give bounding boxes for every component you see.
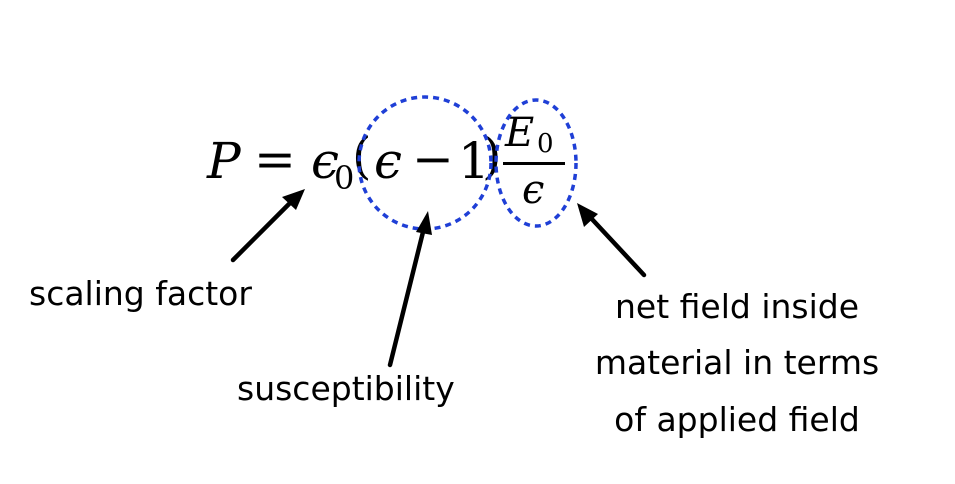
label-net-field-line-3: of applied field	[614, 400, 860, 439]
fraction-denominator-epsilon: ϵ	[522, 167, 545, 213]
susceptibility-highlight-circle	[357, 95, 493, 231]
label-net-field-line-1: net field inside	[614, 287, 860, 326]
arrow-susceptibility	[387, 211, 432, 368]
fraction-numerator-e: E	[505, 110, 535, 156]
fraction-bar	[503, 162, 565, 165]
net-field-highlight-ellipse	[494, 98, 578, 228]
equation-equals-sign: =	[254, 130, 296, 188]
equation-epsilon0-base: ϵ	[311, 132, 340, 190]
fraction-numerator-subscript: 0	[537, 129, 554, 159]
equation-one: 1	[458, 132, 490, 190]
label-susceptibility: susceptibility	[237, 369, 455, 408]
arrow-net-field	[577, 203, 647, 278]
label-scaling-factor: scaling factor	[29, 274, 252, 313]
equation-epsilon: ϵ	[374, 132, 403, 190]
equation-epsilon0-subscript: 0	[334, 159, 355, 197]
arrow-scaling-factor	[230, 189, 305, 263]
equation-minus-sign: −	[412, 130, 454, 188]
label-net-field-line-2: material in terms	[594, 343, 880, 382]
equation-open-paren: (	[352, 127, 372, 185]
equation-lhs-p: P	[207, 132, 241, 190]
